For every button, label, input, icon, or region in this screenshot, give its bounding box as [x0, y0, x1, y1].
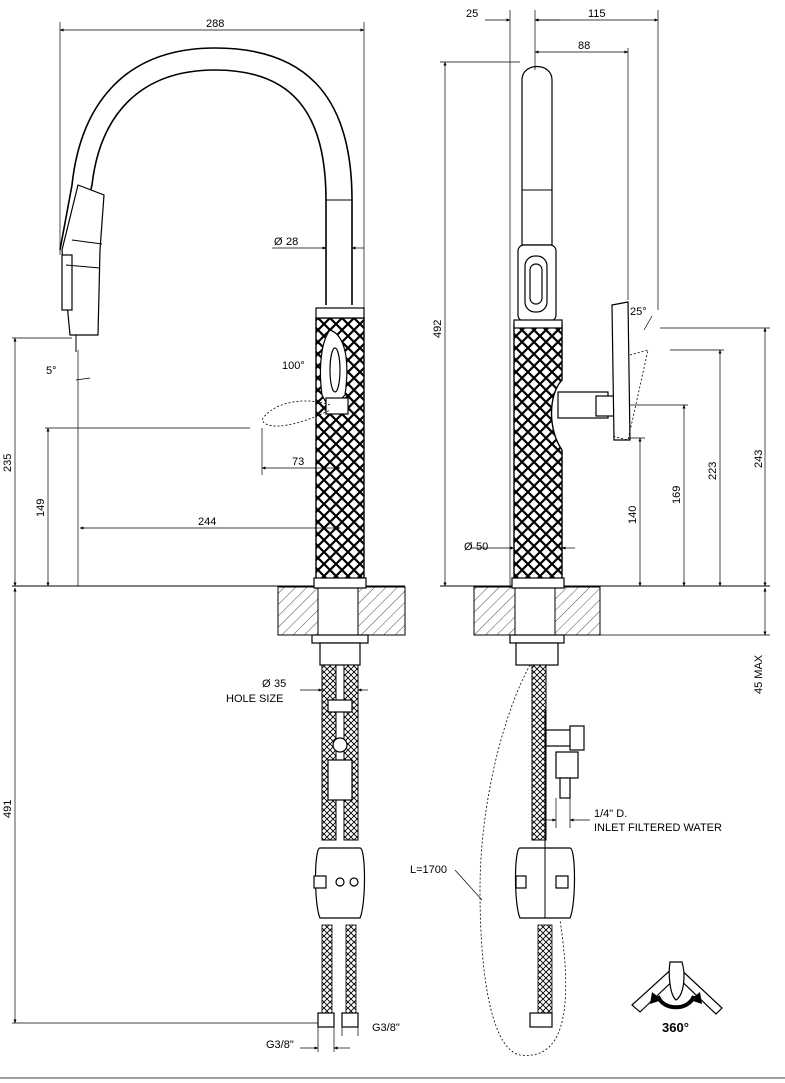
dim-offset: 25: [466, 8, 478, 20]
thread-right: G3/8": [372, 1022, 400, 1034]
side-spout: [521, 66, 553, 246]
side-body: [513, 324, 563, 583]
hole-size-label: HOLE SIZE: [226, 693, 283, 705]
pull-out-hose: [479, 664, 567, 1056]
dim-head: 88: [578, 40, 590, 52]
dim-spout-height: 149: [35, 499, 47, 517]
dim-hose-length: 491: [2, 800, 14, 818]
front-view: 288 Ø 28 5° 100° 73 244 235 149 491 Ø 35…: [2, 18, 406, 1052]
dim-lever-angle: 100°: [282, 360, 305, 372]
dim-depth: 115: [588, 8, 606, 20]
dim-h223: 223: [707, 462, 719, 480]
dim-width: 288: [206, 18, 224, 30]
side-view: 25 115 88 492 25° Ø 50 140 169 223 243 4…: [410, 8, 770, 1056]
dim-lever-reach: 73: [292, 456, 304, 468]
rotation-360-icon: 360°: [631, 961, 723, 1035]
dim-angle-outlet: 5°: [46, 365, 57, 377]
front-spout: [77, 69, 327, 305]
dim-spout-diameter: 28: [286, 236, 298, 248]
dim-body-diameter: 50: [476, 541, 488, 553]
inlet-size: 1/4" D.: [594, 808, 627, 820]
dim-spout-diameter-symbol: Ø: [274, 236, 283, 248]
inlet-label: INLET FILTERED WATER: [594, 822, 722, 834]
hose-length: L=1700: [410, 864, 447, 876]
dim-h243: 243: [753, 450, 765, 468]
dim-body-diameter-symbol: Ø: [464, 541, 473, 553]
dim-deck-max: 45 MAX: [753, 654, 765, 694]
dim-side-lever-angle: 25°: [630, 306, 647, 318]
dim-total-height: 492: [432, 320, 444, 338]
dim-outlet-height: 235: [2, 454, 14, 472]
rotation-label: 360°: [662, 1020, 689, 1035]
dim-h140: 140: [627, 506, 639, 524]
dim-hole-diameter: 35: [274, 678, 286, 690]
dim-hole-diameter-symbol: Ø: [262, 678, 271, 690]
dim-h169: 169: [671, 486, 683, 504]
thread-left: G3/8": [266, 1039, 294, 1051]
dim-spout-reach: 244: [198, 516, 216, 528]
